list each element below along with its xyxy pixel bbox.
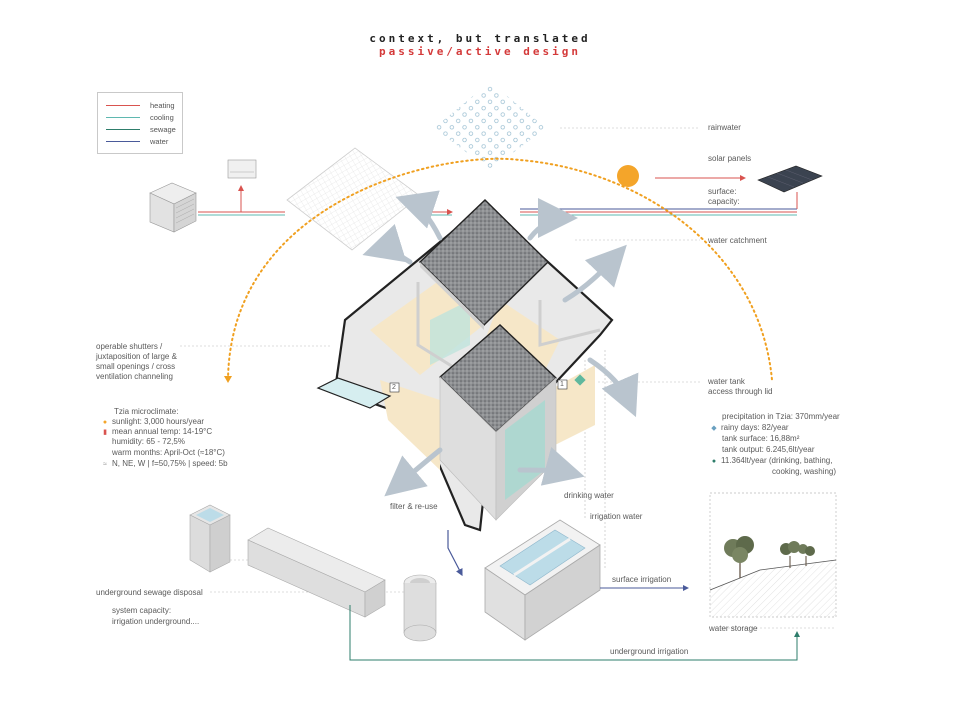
sun-path-arrowhead (224, 376, 232, 383)
sun-icon: ● (102, 419, 108, 426)
person-icon: ● (711, 458, 717, 465)
stat-tank-surface: tank surface: 16,88m² (722, 434, 800, 443)
wall-heater-icon (227, 159, 257, 179)
underground-irrigation-line (349, 605, 800, 661)
legend-label: heating (150, 101, 175, 110)
thermometer-icon: ▮ (103, 429, 107, 436)
ac-unit-icon (149, 182, 197, 233)
legend: heating cooling sewage water (97, 92, 183, 154)
sun-icon (617, 165, 639, 187)
legend-swatch (106, 141, 140, 142)
room-number-1: 1 (560, 381, 564, 388)
label-filter-reuse: filter & re-use (390, 502, 438, 511)
wind-icon: ≈ (103, 461, 107, 468)
legend-item-cooling: cooling (106, 113, 182, 123)
label-water-catchment: water catchment (708, 236, 767, 245)
stat-usage: ● 11.364lt/year (drinking, bathing, (710, 456, 833, 467)
page-title: context, but translated (369, 32, 591, 45)
label-capacity: capacity: (708, 197, 740, 206)
label-irrigation-water: irrigation water (590, 512, 643, 521)
rainy-days-text: rainy days: 82/year (721, 423, 789, 432)
landscape-box (709, 492, 837, 618)
rainwater-cloud (434, 82, 546, 170)
stat-precipitation: precipitation in Tzia: 370mm/year (722, 412, 840, 421)
legend-label: cooling (150, 113, 174, 122)
water-tank (484, 519, 601, 641)
label-solar-panels: solar panels (708, 154, 752, 163)
sun-path-arc (227, 157, 773, 381)
stat-usage-cont: cooking, washing) (772, 467, 837, 476)
water-drop-icon: ◆ (711, 425, 717, 432)
legend-label: water (150, 137, 169, 146)
microclimate-temp: ▮ mean annual temp: 14-19°C (101, 427, 212, 438)
label-surface: surface: (708, 187, 737, 196)
label-underground-irrigation: underground irrigation (610, 647, 689, 656)
radiant-panel (286, 147, 421, 251)
label-system-capacity: system capacity: (112, 606, 172, 615)
legend-swatch (106, 105, 140, 106)
house-axonometric (316, 199, 614, 532)
stat-tank-output: tank output: 6.245,6lt/year (722, 445, 815, 454)
page-subtitle: passive/active design (378, 45, 582, 58)
legend-swatch (106, 129, 140, 130)
water-flow-line (447, 530, 463, 577)
label-drinking-water: drinking water (564, 491, 614, 500)
sewage-system (189, 504, 437, 642)
sunlight-text: sunlight: 3,000 hours/year (112, 417, 205, 426)
label-water-storage: water storage (709, 624, 758, 633)
temp-text: mean annual temp: 14-19°C (112, 427, 213, 436)
legend-item-heating: heating (106, 101, 182, 111)
microclimate-humidity: humidity: 65 - 72,5% (112, 437, 185, 446)
microclimate-sunlight: ● sunlight: 3,000 hours/year (101, 417, 204, 428)
legend-item-water: water (106, 137, 182, 147)
label-access-lid: access through lid (708, 387, 773, 396)
legend-swatch (106, 117, 140, 118)
microclimate-title: Tzia microclimate: (114, 407, 179, 416)
airflow-arrows (362, 190, 639, 497)
label-sewage-disposal: underground sewage disposal (96, 588, 203, 597)
label-shutters: operable shutters / juxtaposition of lar… (96, 342, 177, 381)
usage-text: 11.364lt/year (drinking, bathing, (721, 456, 833, 465)
label-water-tank: water tank (708, 377, 745, 386)
room-number-2: 2 (392, 384, 396, 391)
microclimate-warm-months: warm months: April-Oct (≈18°C) (112, 448, 225, 457)
stat-rainy-days: ◆ rainy days: 82/year (710, 423, 789, 434)
legend-item-sewage: sewage (106, 125, 182, 135)
label-rainwater: rainwater (708, 123, 741, 132)
legend-label: sewage (150, 125, 176, 134)
wind-text: N, NE, W | f=50,75% | speed: 5b (112, 459, 228, 468)
solar-panel-icon (757, 165, 823, 193)
label-irrigation-underground: irrigation underground.... (112, 617, 200, 626)
microclimate-wind: ≈ N, NE, W | f=50,75% | speed: 5b (101, 459, 228, 470)
label-surface-irrigation: surface irrigation (612, 575, 672, 584)
